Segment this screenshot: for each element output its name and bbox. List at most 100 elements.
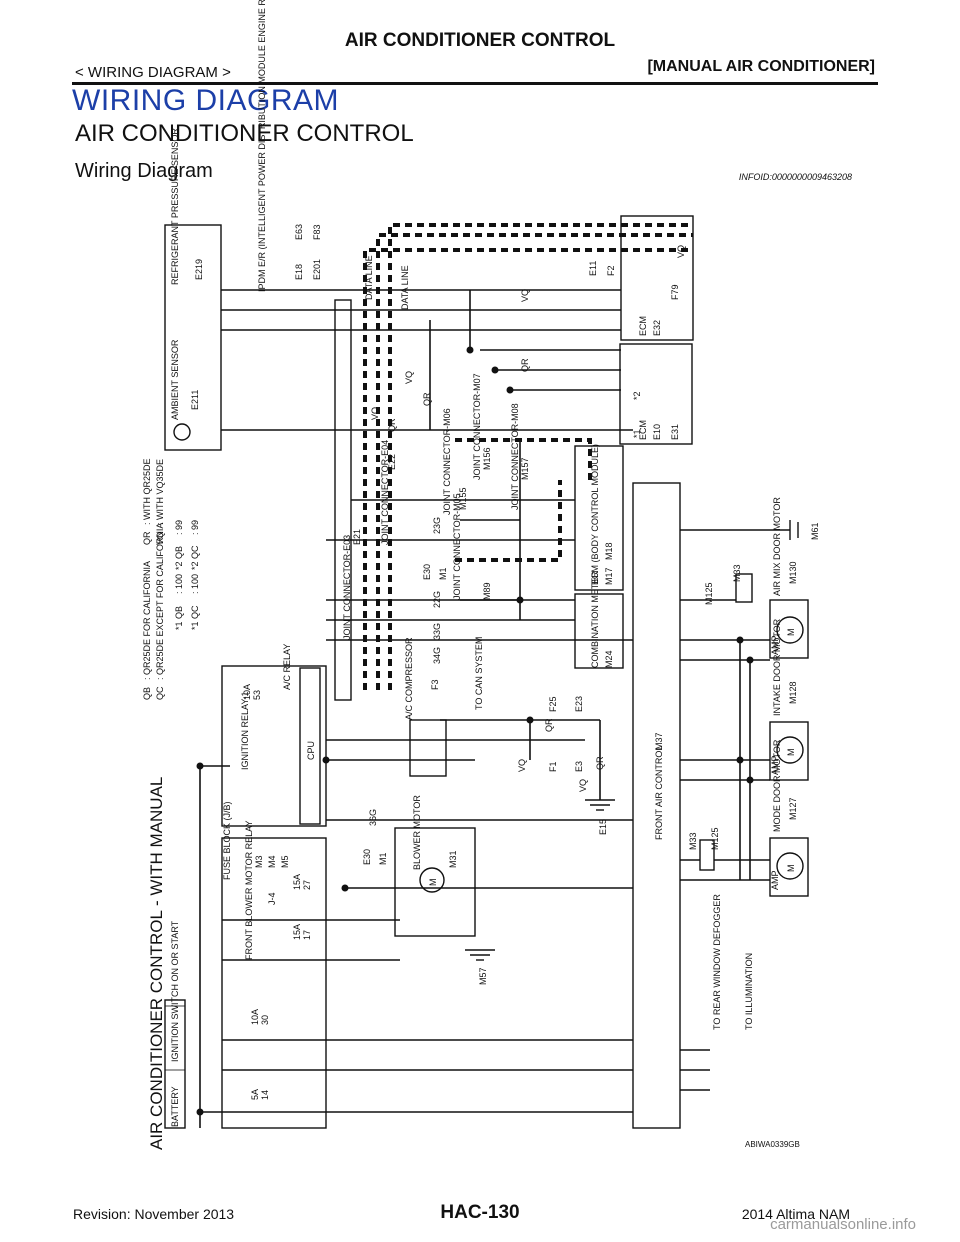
legend-star1-qb-text: : 100 <box>174 574 184 594</box>
fuse-1-amp: 5A <box>250 1089 260 1100</box>
connector-m125-b: M125 <box>704 582 714 605</box>
legend-qb: QB <box>142 687 152 700</box>
connector-e11: E11 <box>588 261 598 276</box>
ecm-connector-e32: E32 <box>652 320 662 336</box>
fuse-3-amp: 15A <box>292 924 302 940</box>
connector-f25: F25 <box>548 696 558 712</box>
data-line-label-2: DATA LINE <box>400 265 410 310</box>
info-id: INFOID:0000000009463208 <box>738 172 852 182</box>
footer-watermark: carmanualsonline.info <box>770 1216 916 1233</box>
combination-meter-box <box>574 593 624 669</box>
wire-qr-2: QR <box>422 392 432 406</box>
legend-qc-text: : QR25DE EXCEPT FOR CALIFORNIA <box>155 523 165 680</box>
connector-e3: E3 <box>574 761 584 772</box>
ac-relay-label: A/C RELAY <box>282 644 292 690</box>
to-rear-defogger-label: TO REAR WINDOW DEFOGGER <box>712 894 722 1030</box>
joint-connector-m07-label: JOINT CONNECTOR-M07 <box>472 373 482 480</box>
data-line-label-1: DATA LINE <box>364 255 374 300</box>
joint-connector-m07-connector: M156 <box>482 447 492 470</box>
front-air-control-connector: M37 <box>654 732 664 750</box>
ipdm-connector-e18: E18 <box>294 264 304 280</box>
joint-connector-e03-label: JOINT CONNECTOR-E03 <box>342 535 352 640</box>
wire-vq-6: VQ <box>676 245 686 258</box>
pin-23g: 23G <box>432 517 442 534</box>
ipdm-label: IPDM E/R (INTELLIGENT POWER DISTRIBUTION… <box>257 0 267 292</box>
ambient-sensor-connector: E211 <box>190 390 200 410</box>
combination-meter-connector: M24 <box>604 650 614 668</box>
pin-36g: 36G <box>368 809 378 826</box>
joint-connector-e04-label: JOINT CONNECTOR-E04 <box>380 440 390 545</box>
fuse-block-connector-m3: M3 <box>254 855 264 868</box>
fuse-block-label: FUSE BLOCK (J/B) <box>222 801 232 880</box>
sub-title: AIR CONDITIONER CONTROL <box>75 120 414 147</box>
footer-model: 2014 Altima NAM <box>741 1206 850 1222</box>
air-mix-door-motor-label: AIR MIX DOOR MOTOR <box>772 497 782 596</box>
page-header-title: AIR CONDITIONER CONTROL <box>344 30 616 51</box>
mode-door-motor-connector: M127 <box>788 797 798 820</box>
wire-vq-4: VQ <box>517 759 527 772</box>
to-can-system-label: TO CAN SYSTEM <box>474 637 484 710</box>
connector-e30-b: E30 <box>422 564 432 580</box>
footer-revision: Revision: November 2013 <box>73 1206 235 1222</box>
pin-33g: 33G <box>432 623 442 640</box>
blower-motor-connector: M31 <box>448 850 458 868</box>
joint-connector-m06-label: JOINT CONNECTOR-M06 <box>442 408 452 515</box>
joint-connector-e04-connector: E22 <box>387 454 397 470</box>
wire-qr-5: QR <box>595 756 605 770</box>
combination-meter-label: COMBINATION METER <box>590 571 600 668</box>
legend-star2-qc: *2 QC <box>190 545 200 570</box>
battery-label: BATTERY <box>170 1086 180 1127</box>
wire-vq-5: VQ <box>578 779 588 792</box>
motor-m-airmix: M <box>786 629 796 637</box>
ipdm-connector-e201: E201 <box>312 259 322 280</box>
ground-m61: M61 <box>810 522 820 540</box>
joint-connector-m05-label: JOINT CONNECTOR-M05 <box>452 493 462 600</box>
joint-connector-m05-connector: M89 <box>482 582 492 600</box>
ignition-relay-label: IGNITION RELAY-1 <box>240 691 250 770</box>
pin-34g: 34G <box>432 647 442 664</box>
fuse-4-num: 27 <box>302 880 312 890</box>
relay-block-box <box>221 665 327 827</box>
ground-e15: E15 <box>598 819 608 835</box>
fuse-2-num: 30 <box>260 1015 270 1025</box>
ac-compressor-box <box>409 719 447 777</box>
ignition-switch-label: IGNITION SWITCH ON OR START <box>170 920 180 1062</box>
to-illumination-label: TO ILLUMINATION <box>744 953 754 1030</box>
legend-star2-qb-text: : 99 <box>174 520 184 535</box>
sensor-box <box>164 224 222 451</box>
star1-marker: *1 <box>632 429 642 438</box>
motor-m-intake: M <box>786 749 796 757</box>
refrigerant-sensor-label: REFRIGERANT PRESSURE SENSOR <box>170 128 180 285</box>
star2-marker: *2 <box>632 391 642 400</box>
legend-star1-qb: *1 QB <box>174 606 184 630</box>
wire-qr-3: QR <box>520 358 530 372</box>
legend-star1-qc-text: : 100 <box>190 574 200 594</box>
amp-label-intake: AMP. <box>770 754 780 775</box>
wire-qr-4: QR <box>544 718 554 732</box>
cpu-box <box>299 667 321 825</box>
motor-m-blower: M <box>428 879 438 887</box>
intake-door-motor-connector: M128 <box>788 681 798 704</box>
fuse-3-num: 17 <box>302 930 312 940</box>
ac-compressor-label: A/C COMPRESSOR <box>404 637 414 720</box>
blower-motor-box <box>394 827 476 937</box>
ipdm-connector-e63: E63 <box>294 224 304 240</box>
refrigerant-sensor-connector: E219 <box>194 259 204 280</box>
fuse-5-num: 53 <box>252 690 262 700</box>
header-rule <box>72 82 878 85</box>
ecm-connector-f79: F79 <box>670 284 680 300</box>
joint-connector-m08-label: JOINT CONNECTOR-M08 <box>510 403 520 510</box>
connector-m1-a: M1 <box>378 852 388 865</box>
legend-vq-text: : WITH VQ35DE <box>155 459 165 525</box>
legend-star2-qc-text: : 99 <box>190 520 200 535</box>
legend-vq: VQ <box>155 532 165 545</box>
diagram-vertical-title: AIR CONDITIONER CONTROL - WITH MANUAL <box>147 777 166 1150</box>
motor-m-mode: M <box>786 865 796 873</box>
connector-e23: E23 <box>574 696 584 712</box>
mode-door-motor-label: MODE DOOR MOTOR <box>772 739 782 832</box>
ground-m57: M57 <box>478 967 488 985</box>
bcm-connector-m17: M17 <box>604 567 614 585</box>
legend-qr-text: : WITH QR25DE <box>142 458 152 525</box>
cpu-label: CPU <box>306 741 316 760</box>
